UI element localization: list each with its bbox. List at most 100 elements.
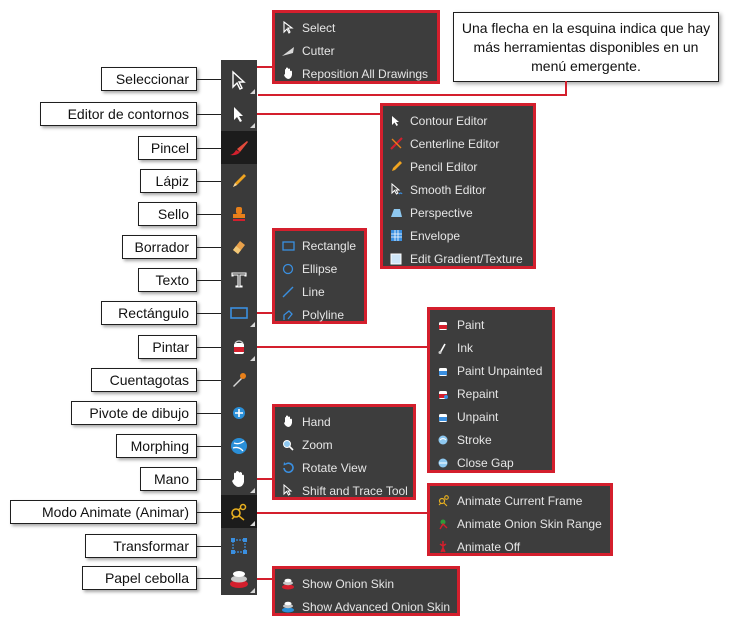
leader-line: [197, 181, 221, 182]
morphing-icon: [231, 437, 247, 454]
leader-line: [197, 479, 221, 480]
menu-item-zoom[interactable]: Zoom: [281, 433, 407, 456]
menu-item-close-gap[interactable]: Close Gap: [436, 451, 546, 474]
leader-line: [197, 546, 221, 547]
tool-eraser[interactable]: [221, 230, 257, 263]
tool-text[interactable]: [221, 263, 257, 296]
label-cuentagotas: Cuentagotas: [91, 368, 197, 392]
menu-item-ink[interactable]: Ink: [436, 336, 546, 359]
menu-item-hand[interactable]: Hand: [281, 410, 407, 433]
tool-dropper[interactable]: [221, 363, 257, 396]
tool-onion-skin[interactable]: [221, 562, 257, 595]
smooth-editor-icon: [389, 183, 403, 197]
tool-pencil[interactable]: [221, 164, 257, 197]
more-tools-arrow-icon[interactable]: [250, 322, 255, 327]
menu-animate: Animate Current Frame Animate Onion Skin…: [427, 483, 613, 556]
leader-line: [197, 313, 221, 314]
text-icon: [231, 271, 247, 288]
pencil-editor-icon: [389, 160, 403, 174]
unpaint-icon: [436, 410, 450, 424]
tool-animate-mode[interactable]: [221, 495, 257, 528]
more-tools-arrow-icon[interactable]: [250, 123, 255, 128]
polyline-icon: [281, 308, 295, 322]
menu-item-cutter[interactable]: Cutter: [281, 39, 431, 62]
menu-item-rotate-view[interactable]: Rotate View: [281, 456, 407, 479]
menu-item-animate-onion-skin-range[interactable]: Animate Onion Skin Range: [436, 512, 604, 535]
tool-brush[interactable]: [221, 131, 257, 164]
animate-mode-icon: [231, 503, 247, 521]
repaint-icon: [436, 387, 450, 401]
tool-drawing-pivot[interactable]: [221, 396, 257, 429]
advanced-onion-skin-icon: [281, 600, 295, 614]
tool-rectangle[interactable]: [221, 296, 257, 329]
label-transformar: Transformar: [85, 534, 197, 558]
onion-skin-icon: [230, 570, 248, 588]
menu-item-show-onion-skin[interactable]: Show Onion Skin: [281, 572, 451, 595]
menu-item-animate-current-frame[interactable]: Animate Current Frame: [436, 489, 604, 512]
more-tools-arrow-icon[interactable]: [250, 521, 255, 526]
label-mano: Mano: [140, 467, 197, 491]
tool-transform[interactable]: [221, 529, 257, 562]
leader-line: [197, 413, 221, 414]
menu-item-paint[interactable]: Paint: [436, 313, 546, 336]
label-seleccionar: Seleccionar: [101, 67, 197, 91]
callout-text: Una flecha en la esquina indica que hay …: [461, 19, 711, 74]
menu-item-stroke[interactable]: Stroke: [436, 428, 546, 451]
menu-item-animate-off[interactable]: Animate Off: [436, 535, 604, 558]
tool-paint[interactable]: [221, 330, 257, 363]
tool-morphing[interactable]: [221, 429, 257, 462]
shift-trace-icon: [281, 484, 295, 498]
more-tools-arrow-icon[interactable]: [250, 356, 255, 361]
menu-shapes: Rectangle Ellipse Line Polyline: [272, 228, 367, 324]
tool-hand[interactable]: [221, 462, 257, 495]
close-gap-icon: [436, 456, 450, 470]
cutter-icon: [281, 44, 295, 58]
onion-skin-icon: [281, 577, 295, 591]
pencil-icon: [233, 173, 246, 187]
menu-item-line[interactable]: Line: [281, 280, 358, 303]
menu-item-edit-gradient-texture[interactable]: Edit Gradient/Texture: [389, 247, 527, 270]
menu-item-shift-trace[interactable]: Shift and Trace Tool: [281, 479, 408, 502]
connector-onion: [257, 578, 272, 580]
tool-contour-editor[interactable]: [221, 97, 257, 130]
leader-line: [197, 79, 221, 80]
zoom-icon: [281, 438, 295, 452]
more-tools-arrow-icon[interactable]: [250, 89, 255, 94]
menu-item-repaint[interactable]: Repaint: [436, 382, 546, 405]
menu-item-paint-unpainted[interactable]: Paint Unpainted: [436, 359, 546, 382]
stroke-icon: [436, 433, 450, 447]
menu-item-envelope[interactable]: Envelope: [389, 224, 527, 247]
tools-toolbar: [221, 60, 257, 595]
menu-item-show-advanced-onion-skin[interactable]: Show Advanced Onion Skin: [281, 595, 451, 618]
menu-item-unpaint[interactable]: Unpaint: [436, 405, 546, 428]
more-tools-arrow-icon[interactable]: [250, 488, 255, 493]
ink-icon: [436, 341, 450, 355]
menu-item-centerline-editor[interactable]: Centerline Editor: [389, 132, 527, 155]
animate-current-frame-icon: [436, 494, 450, 508]
tool-select[interactable]: [221, 63, 257, 96]
animate-off-icon: [436, 540, 450, 554]
menu-paint: Paint Ink Paint Unpainted Repaint Unpain…: [427, 307, 555, 473]
menu-item-ellipse[interactable]: Ellipse: [281, 257, 358, 280]
label-rectangulo: Rectángulo: [101, 301, 197, 325]
centerline-editor-icon: [389, 137, 403, 151]
leader-line: [197, 114, 221, 115]
paint-bucket-icon: [234, 339, 244, 354]
label-morphing: Morphing: [116, 434, 197, 458]
menu-item-pencil-editor[interactable]: Pencil Editor: [389, 155, 527, 178]
hand-icon: [232, 470, 244, 487]
menu-item-perspective[interactable]: Perspective: [389, 201, 527, 224]
menu-item-select[interactable]: Select: [281, 16, 431, 39]
tool-stamp[interactable]: [221, 197, 257, 230]
line-icon: [281, 285, 295, 299]
label-texto: Texto: [138, 268, 197, 292]
menu-item-smooth-editor[interactable]: Smooth Editor: [389, 178, 527, 201]
leader-line: [197, 148, 221, 149]
leader-line: [197, 214, 221, 215]
perspective-icon: [389, 206, 403, 220]
more-tools-arrow-icon[interactable]: [250, 588, 255, 593]
menu-item-polyline[interactable]: Polyline: [281, 303, 358, 326]
menu-item-contour-editor[interactable]: Contour Editor: [389, 109, 527, 132]
menu-item-rectangle[interactable]: Rectangle: [281, 234, 358, 257]
menu-item-reposition-all[interactable]: Reposition All Drawings: [281, 62, 431, 85]
